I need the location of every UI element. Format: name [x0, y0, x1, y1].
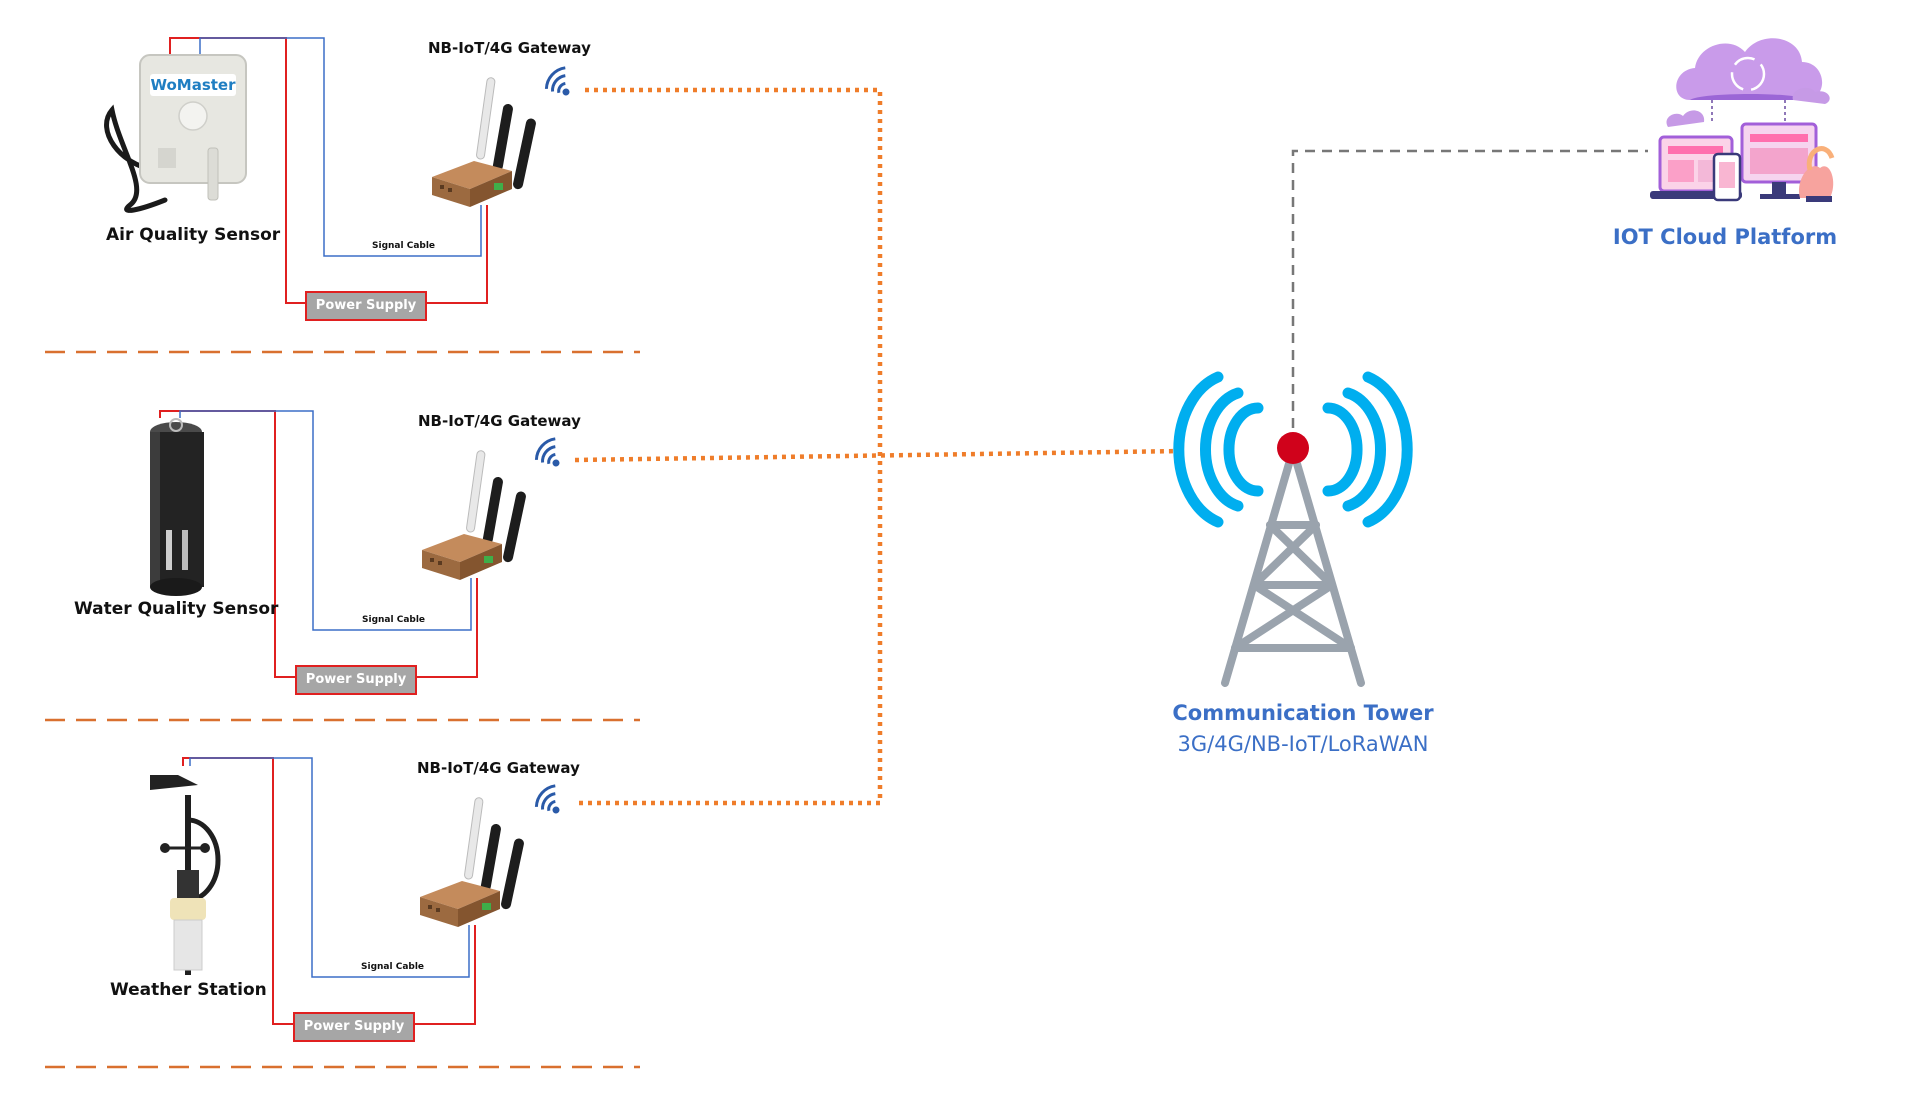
unit-2-wiring	[159, 410, 478, 678]
unit-1-wiring	[169, 37, 488, 304]
signal-cable-label: Signal Cable	[372, 241, 436, 251]
gateway-label: NB-IoT/4G Gateway	[417, 759, 580, 777]
signal-cable-label: Signal Cable	[362, 615, 426, 625]
air-quality-sensor-icon: WoMaster	[104, 54, 247, 213]
sensor-label-water-quality: Water Quality Sensor	[74, 599, 279, 619]
gateway-label: NB-IoT/4G Gateway	[418, 412, 581, 430]
power-supply-box: Power Supply	[305, 291, 427, 321]
cloud-platform-icon	[1650, 38, 1835, 202]
wireless-links	[574, 87, 1183, 806]
tower-title: Communication Tower	[1172, 701, 1434, 725]
gateway-icon	[419, 796, 526, 928]
signal-cable-label: Signal Cable	[361, 962, 425, 972]
sensor-label-air-quality: Air Quality Sensor	[106, 225, 281, 245]
cell-tower-icon	[1173, 371, 1413, 687]
section-separators	[45, 350, 640, 1069]
power-supply-box: Power Supply	[295, 665, 417, 695]
tower-subtitle: 3G/4G/NB-IoT/LoRaWAN	[1177, 732, 1429, 756]
gateway-icon	[431, 76, 538, 208]
wifi-signal-icon	[540, 63, 582, 105]
brand-label: WoMaster	[150, 76, 236, 94]
wifi-signal-icon	[530, 434, 572, 476]
power-supply-box: Power Supply	[293, 1012, 415, 1042]
weather-station-icon	[150, 775, 221, 975]
wifi-signal-icon	[530, 781, 572, 823]
unit-3-wiring	[182, 757, 476, 1025]
gateway-label: NB-IoT/4G Gateway	[428, 39, 591, 57]
cloud-title: IOT Cloud Platform	[1612, 225, 1838, 249]
cloud-link	[1291, 149, 1648, 428]
gateway-icon	[421, 449, 528, 581]
sensor-label-weather-station: Weather Station	[110, 980, 267, 1000]
water-quality-sensor-icon	[150, 418, 204, 596]
